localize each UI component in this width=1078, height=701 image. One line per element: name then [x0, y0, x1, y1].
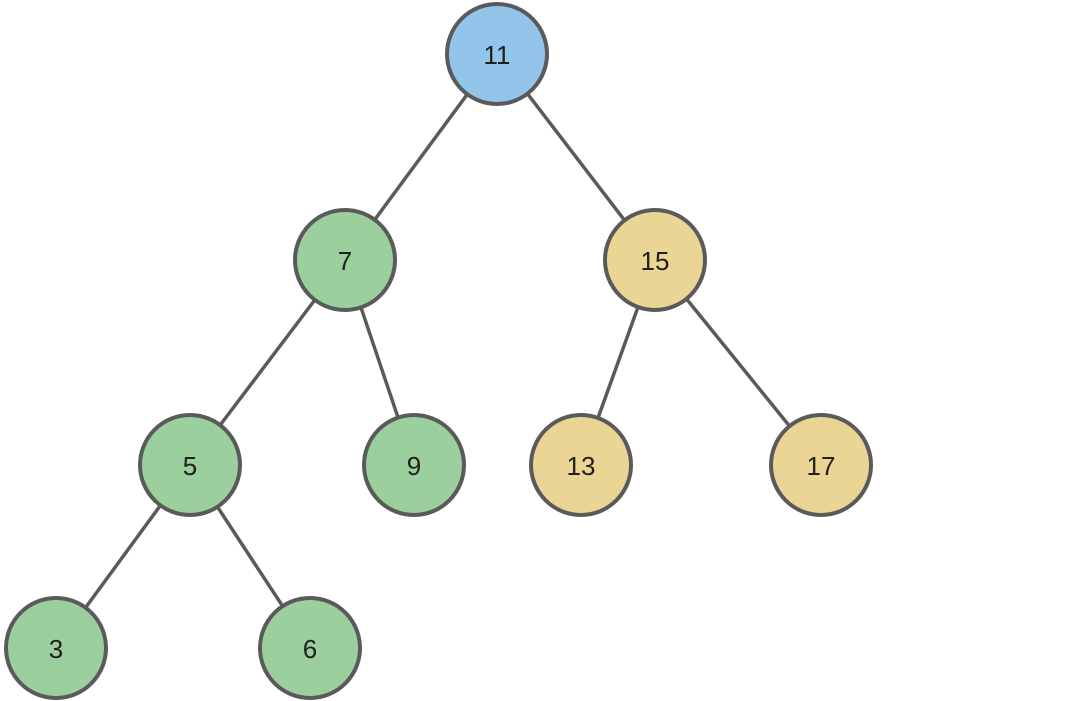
tree-node-circle-5	[138, 413, 242, 517]
tree-node-label-5: 5	[183, 451, 197, 481]
tree-node-3: 3	[4, 596, 108, 700]
tree-node-6: 6	[258, 596, 362, 700]
tree-node-circle-13	[529, 413, 633, 517]
tree-node-15: 15	[603, 208, 707, 312]
tree-node-circle-15	[603, 208, 707, 312]
tree-node-circle-9	[362, 413, 466, 517]
tree-node-label-11: 11	[484, 40, 511, 70]
tree-node-label-9: 9	[407, 451, 421, 481]
tree-node-9: 9	[362, 413, 466, 517]
tree-nodes-layer: 11 7 15 5 9 13 17 3 6	[4, 2, 873, 700]
tree-node-11: 11	[445, 2, 549, 106]
tree-node-circle-11	[445, 2, 549, 106]
tree-node-13: 13	[529, 413, 633, 517]
tree-node-label-15: 15	[641, 246, 670, 276]
tree-node-label-13: 13	[567, 451, 596, 481]
tree-edges-layer	[54, 52, 823, 650]
tree-node-7: 7	[293, 208, 397, 312]
tree-node-label-7: 7	[338, 246, 352, 276]
tree-node-5: 5	[138, 413, 242, 517]
tree-node-label-3: 3	[49, 634, 63, 664]
tree-node-17: 17	[769, 413, 873, 517]
tree-node-circle-17	[769, 413, 873, 517]
tree-node-circle-7	[293, 208, 397, 312]
tree-node-label-17: 17	[807, 451, 836, 481]
tree-node-circle-6	[258, 596, 362, 700]
tree-node-circle-3	[4, 596, 108, 700]
tree-node-label-6: 6	[303, 634, 317, 664]
